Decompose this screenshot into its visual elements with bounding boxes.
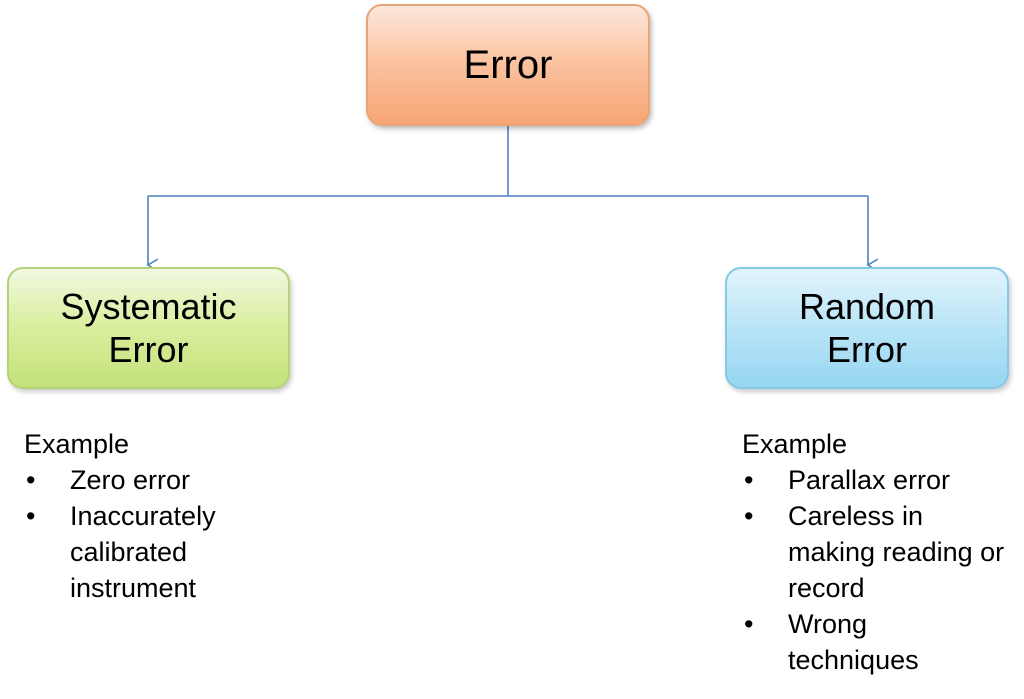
systematic-example-list: Zero error Inaccurately calibrated instr… xyxy=(24,462,344,606)
systematic-error-label-line2: Error xyxy=(108,329,189,370)
list-item: Careless in making reading or record xyxy=(742,498,1013,606)
random-example-heading: Example xyxy=(742,429,848,459)
random-error-label-line1: Random xyxy=(798,285,936,327)
list-item: Wrong techniques xyxy=(742,606,948,678)
random-error-label-line2: Error xyxy=(827,329,907,370)
random-error-node: Random Error xyxy=(725,267,1009,389)
list-item: Parallax error xyxy=(742,462,1022,498)
error-root-label: Error xyxy=(463,43,553,87)
systematic-error-node: Systematic Error xyxy=(7,267,290,389)
random-error-examples: Example Parallax error Careless in makin… xyxy=(742,426,1022,678)
systematic-error-label-line1: Systematic xyxy=(60,285,237,327)
random-example-list: Parallax error Careless in making readin… xyxy=(742,462,1022,678)
list-item: Zero error xyxy=(24,462,344,498)
error-root-node: Error xyxy=(366,4,650,126)
list-item: Inaccurately calibrated instrument xyxy=(24,498,260,606)
systematic-error-examples: Example Zero error Inaccurately calibrat… xyxy=(24,426,344,606)
systematic-example-heading: Example xyxy=(24,429,130,459)
